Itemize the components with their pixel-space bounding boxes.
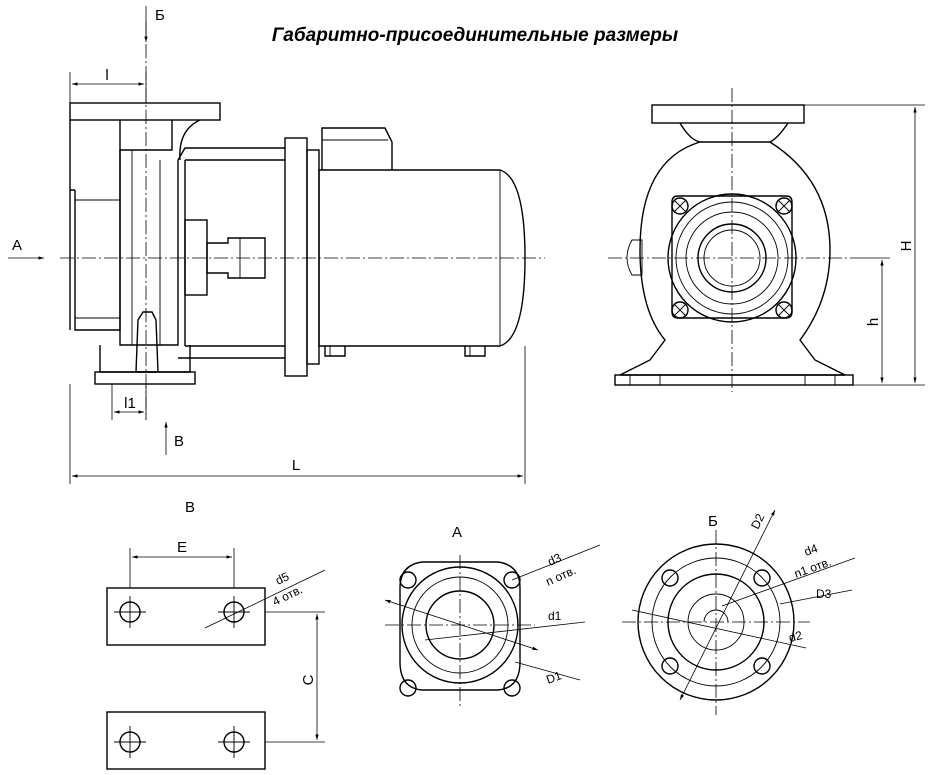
view-arrow-B-label: Б [155, 7, 165, 24]
holes-d3-label: n отв. [544, 563, 579, 589]
dim-E-label: E [177, 539, 187, 556]
dim-h-label: h [865, 318, 882, 326]
dim-L-label: L [292, 457, 300, 474]
dim-C-label: C [300, 674, 317, 685]
view-a-inlet-flange: А d3 n отв. d1 D1 [384, 524, 601, 708]
view-b-title: Б [708, 513, 718, 530]
view-b-outlet-flange: Б D2 d4 n1 отв. D3 d2 [622, 509, 856, 715]
view-arrow-A-label: А [12, 237, 22, 254]
dim-l-label: l [105, 67, 108, 84]
drawing-title: Габаритно-присоединительные размеры [272, 25, 678, 46]
dim-l1-label: l1 [124, 395, 136, 412]
view-v-title: В [185, 499, 195, 516]
dim-d3-label: d3 [546, 550, 564, 568]
front-view: H h [608, 88, 925, 392]
view-v-feet: В E C d5 4 отв. [106, 499, 326, 770]
holes-d4-label: n1 отв. [792, 555, 833, 581]
dim-d1-label: d1 [548, 609, 562, 623]
dim-D2-label: D2 [748, 511, 767, 531]
dim-D3-label: D3 [816, 587, 832, 601]
dim-d5-label: d5 [273, 569, 291, 588]
side-view: l l1 L А Б В [8, 6, 545, 484]
dim-d4-label: d4 [802, 541, 820, 559]
dim-H-label: H [898, 241, 915, 252]
holes-d5-label: 4 отв. [270, 582, 305, 608]
dim-D1-label: D1 [544, 668, 564, 687]
dim-d2-label: d2 [787, 628, 804, 645]
view-arrow-V-label: В [174, 433, 184, 450]
view-a-title: А [452, 524, 462, 541]
